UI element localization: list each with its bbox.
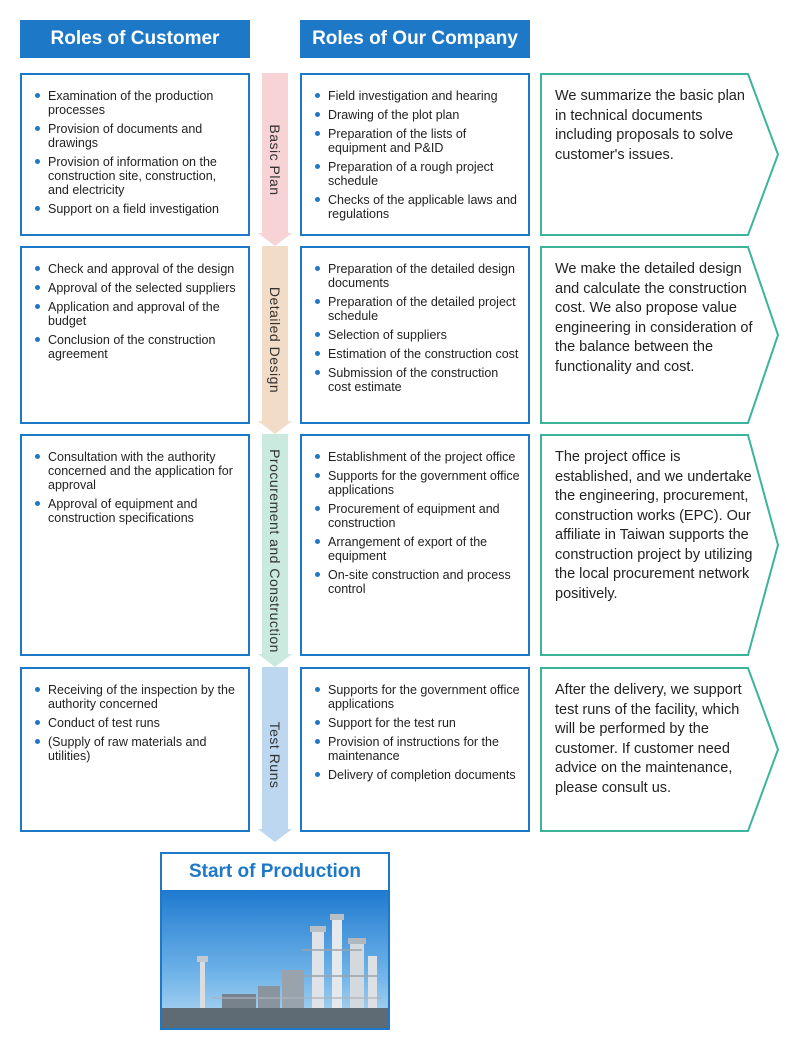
customer-role-item: Support on a field investigation	[35, 202, 240, 216]
stage-arrow-shape	[258, 73, 292, 246]
customer-role-list: Receiving of the inspection by the autho…	[22, 669, 248, 763]
company-role-item: Submission of the construction cost esti…	[315, 366, 520, 394]
test-runs-company-box: Supports for the government office appli…	[300, 667, 530, 832]
description-chevron-shape	[540, 73, 780, 236]
company-role-item: Supports for the government office appli…	[315, 683, 520, 711]
company-role-list: Preparation of the detailed design docum…	[302, 248, 528, 394]
company-role-item: Establishment of the project office	[315, 450, 520, 464]
company-role-item: Drawing of the plot plan	[315, 108, 520, 122]
customer-role-item: Provision of information on the construc…	[35, 155, 240, 197]
customer-role-item: Approval of the selected suppliers	[35, 281, 240, 295]
customer-role-item: Approval of equipment and construction s…	[35, 497, 240, 525]
company-role-item: Provision of instructions for the mainte…	[315, 735, 520, 763]
company-role-item: Supports for the government office appli…	[315, 469, 520, 497]
description-text: The project office is established, and w…	[555, 449, 753, 602]
company-role-list: Supports for the government office appli…	[302, 669, 528, 782]
stage-label: Procurement and Construction	[267, 448, 283, 653]
customer-role-item: Receiving of the inspection by the autho…	[35, 683, 240, 711]
company-role-item: Support for the test run	[315, 716, 520, 730]
company-role-item: Preparation of the detailed project sche…	[315, 295, 520, 323]
factory-photo	[162, 890, 388, 1028]
company-role-item: On-site construction and process control	[315, 568, 520, 596]
customer-role-list: Consultation with the authority concerne…	[22, 436, 248, 525]
detailed-design-company-box: Preparation of the detailed design docum…	[300, 246, 530, 424]
description-text: We summarize the basic plan in technical…	[555, 88, 745, 163]
stage-label: Test Runs	[267, 721, 283, 788]
basic-plan-description: We summarize the basic plan in technical…	[540, 73, 780, 236]
company-role-item: Field investigation and hearing	[315, 89, 520, 103]
roles-of-company-header: Roles of Our Company	[300, 20, 530, 58]
roles-of-customer-header: Roles of Customer	[20, 20, 250, 58]
test-runs-description: After the delivery, we support test runs…	[540, 667, 780, 832]
stage-label: Basic Plan	[267, 123, 283, 196]
customer-role-item: (Supply of raw materials and utilities)	[35, 735, 240, 763]
company-role-item: Preparation of a rough project schedule	[315, 160, 520, 188]
company-role-item: Checks of the applicable laws and regula…	[315, 193, 520, 221]
stage-label: Detailed Design	[267, 286, 283, 394]
description-chevron-shape	[540, 667, 780, 832]
company-role-item: Procurement of equipment and constructio…	[315, 502, 520, 530]
test-runs-stage-arrow: Test Runs	[258, 667, 292, 842]
company-role-item: Arrangement of export of the equipment	[315, 535, 520, 563]
customer-role-item: Provision of documents and drawings	[35, 122, 240, 150]
description-text: After the delivery, we support test runs…	[555, 682, 742, 796]
company-role-item: Delivery of completion documents	[315, 768, 520, 782]
company-role-item: Preparation of the lists of equipment an…	[315, 127, 520, 155]
test-runs-customer-box: Receiving of the inspection by the autho…	[20, 667, 250, 832]
company-role-item: Estimation of the construction cost	[315, 347, 519, 361]
stage-arrow-shape	[258, 667, 292, 842]
customer-role-item: Check and approval of the design	[35, 262, 240, 276]
description-chevron-shape	[540, 434, 780, 656]
description-text: We make the detailed design and calculat…	[555, 261, 753, 375]
stage-arrow-shape	[258, 434, 292, 667]
basic-plan-stage-arrow: Basic Plan	[258, 73, 292, 246]
customer-role-item: Conduct of test runs	[35, 716, 240, 730]
start-of-production-title: Start of Production	[188, 861, 362, 882]
customer-role-item: Conclusion of the construction agreement	[35, 333, 240, 361]
detailed-design-stage-arrow: Detailed Design	[258, 246, 292, 434]
customer-role-item: Examination of the production processes	[35, 89, 240, 117]
detailed-design-description: We make the detailed design and calculat…	[540, 246, 780, 424]
procurement-construction-description: The project office is established, and w…	[540, 434, 780, 656]
start-of-production-box: Start of Production	[160, 852, 390, 1030]
procurement-construction-customer-box: Consultation with the authority concerne…	[20, 434, 250, 656]
stage-arrow-shape	[258, 246, 292, 434]
customer-role-item: Application and approval of the budget	[35, 300, 240, 328]
description-chevron-shape	[540, 246, 780, 424]
procurement-construction-stage-arrow: Procurement and Construction	[258, 434, 292, 667]
customer-role-item: Consultation with the authority concerne…	[35, 450, 240, 492]
company-role-item: Selection of suppliers	[315, 328, 520, 342]
company-role-item: Preparation of the detailed design docum…	[315, 262, 520, 290]
